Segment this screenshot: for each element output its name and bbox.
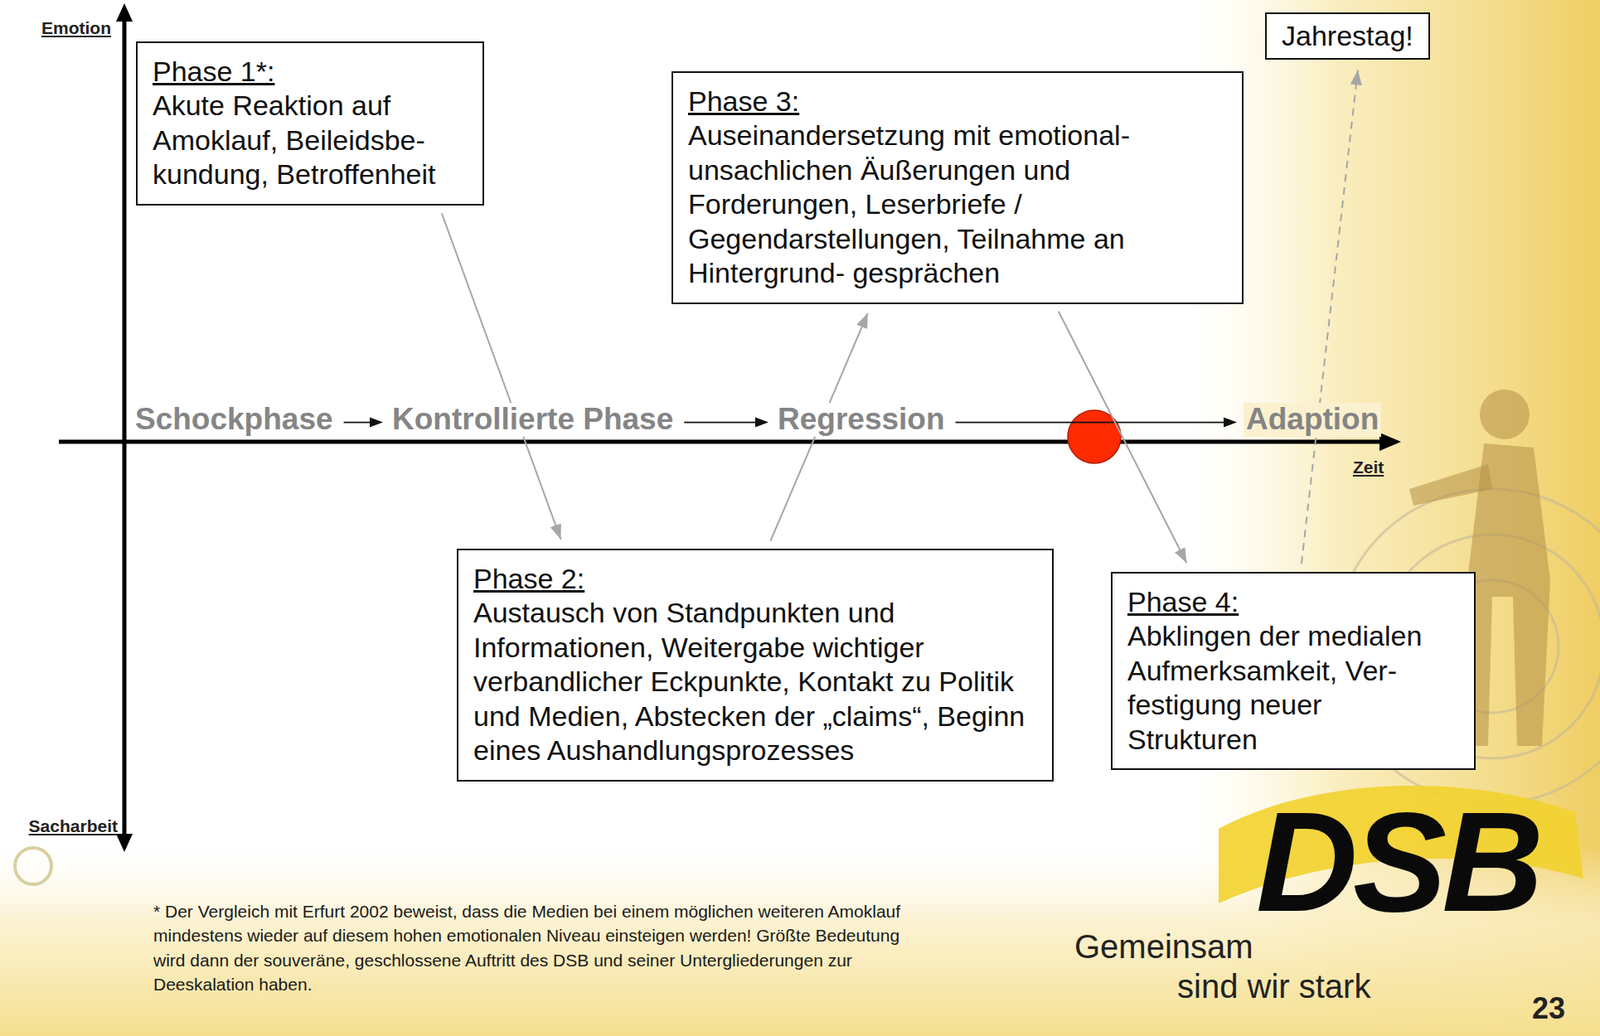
slogan-text: sind wir stark bbox=[1177, 968, 1371, 1005]
slogan-text: Gemeinsam bbox=[1074, 928, 1254, 965]
phase-box: Phase 4:Abklingen der medialen Aufmerksa… bbox=[1110, 572, 1476, 771]
flow-arrow bbox=[1301, 69, 1358, 564]
axis-label: Zeit bbox=[1352, 457, 1384, 478]
phase-box: Phase 3:Auseinandersetzung mit emotional… bbox=[671, 71, 1244, 305]
logo-text: DSB bbox=[1255, 791, 1539, 933]
phase-text: Auseinandersetzung mit emotional-unsachl… bbox=[688, 118, 1227, 291]
phase-box: Phase 1*:Akute Reaktion auf Amoklauf, Be… bbox=[135, 41, 485, 206]
phase-heading: Phase 1*: bbox=[152, 54, 468, 89]
phase-heading: Phase 3: bbox=[688, 84, 1227, 119]
phase-box: Phase 2:Austausch von Standpunkten und I… bbox=[456, 548, 1054, 782]
phase-text: Austausch von Standpunkten und Informati… bbox=[473, 596, 1038, 768]
phase-name: Kontrollierte Phase bbox=[389, 402, 676, 437]
footnote: * Der Vergleich mit Erfurt 2002 beweist,… bbox=[153, 899, 917, 998]
phase-heading: Phase 4: bbox=[1127, 585, 1460, 620]
flow-arrow bbox=[441, 213, 562, 539]
phase-name: Regression bbox=[775, 402, 948, 437]
flow-arrow bbox=[1058, 311, 1188, 564]
ring-ornament bbox=[14, 848, 52, 885]
page-number: 23 bbox=[1532, 991, 1566, 1027]
phase-text: Akute Reaktion auf Amoklauf, Beileidsbe-… bbox=[152, 88, 468, 192]
phase-arrow bbox=[955, 417, 1237, 428]
phase-heading: Phase 2: bbox=[473, 562, 1038, 597]
axis-label: Sacharbeit bbox=[29, 816, 118, 837]
phase-name: Adaption bbox=[1243, 402, 1382, 437]
phase-text: Abklingen der medialen Aufmerksamkeit, V… bbox=[1127, 619, 1460, 757]
phase-name: Schockphase bbox=[132, 402, 336, 437]
milestone-box: Jahrestag! bbox=[1265, 12, 1431, 60]
axis-label: Emotion bbox=[41, 18, 112, 39]
phase-arrow bbox=[344, 417, 384, 428]
phase-text: Jahrestag! bbox=[1281, 19, 1414, 54]
phase-arrow bbox=[683, 417, 769, 428]
